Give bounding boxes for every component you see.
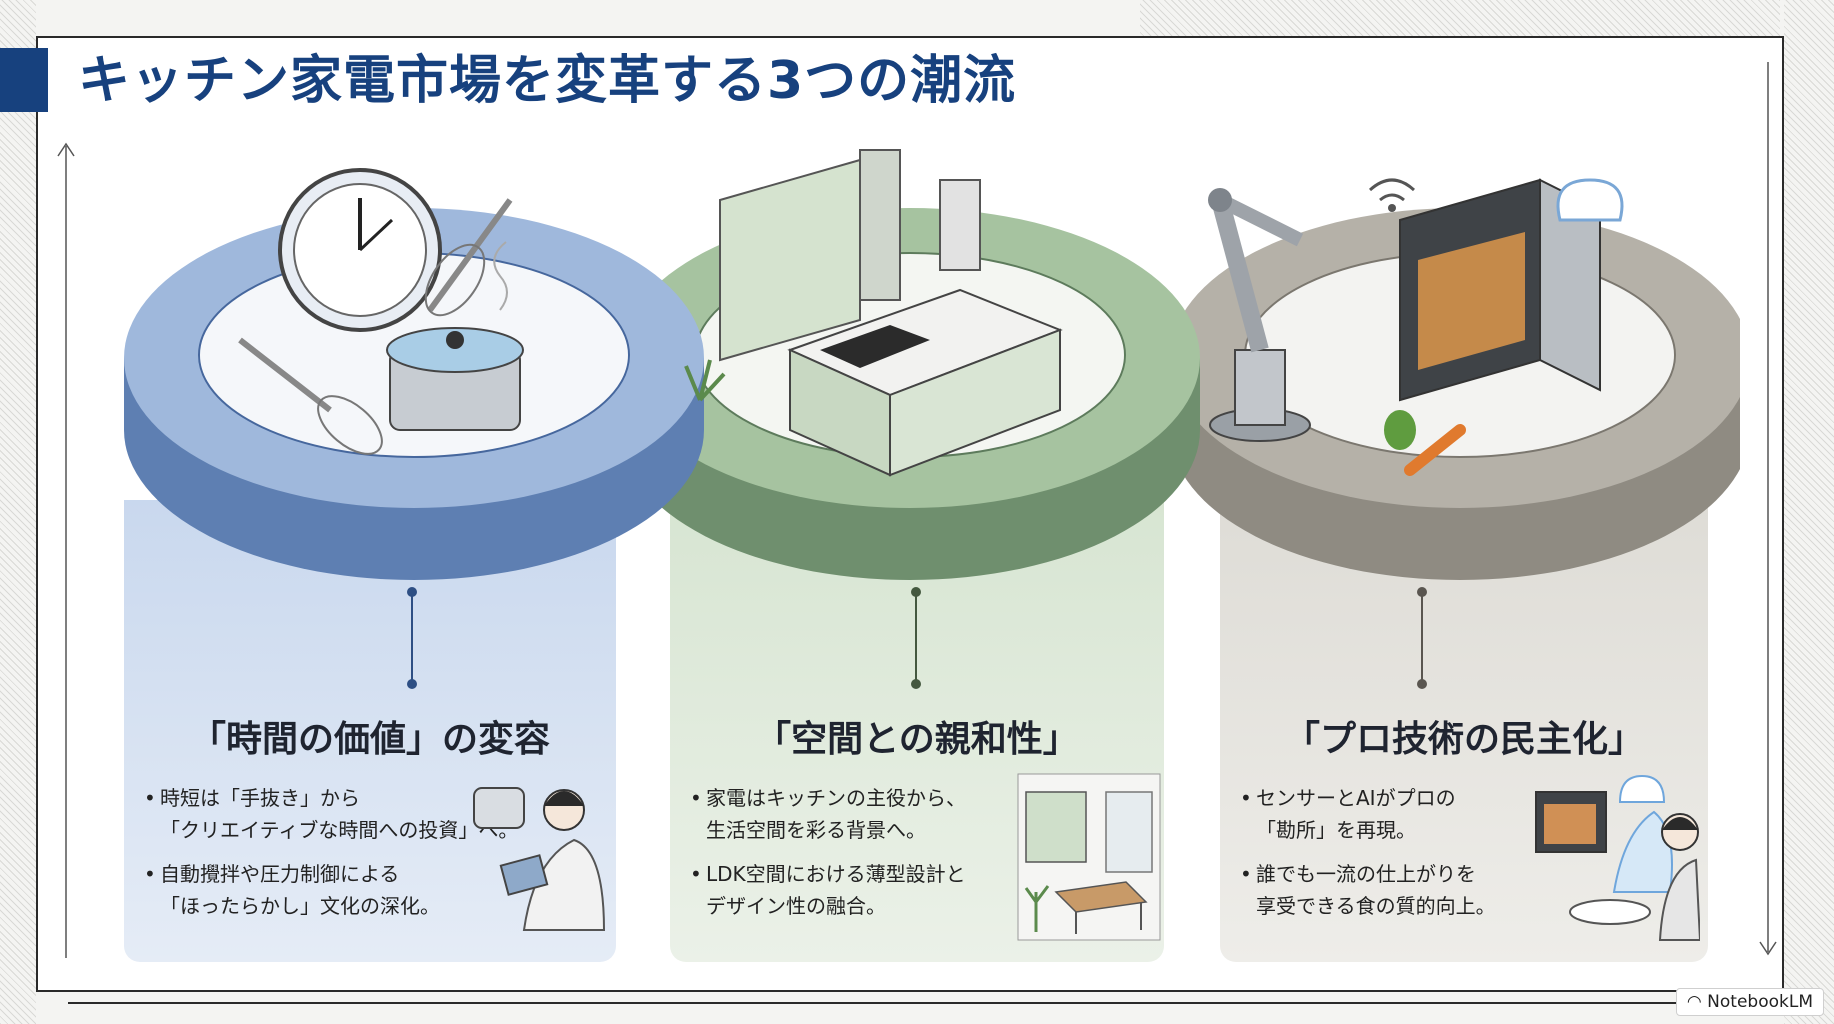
person-with-ai-chef-icon — [1535, 774, 1700, 941]
notebooklm-logo-icon: ◠ — [1686, 992, 1708, 1012]
pillar-time-value: 「時間の価値」の変容 時短は「手抜き」から「クリエイティブな時間への投資」へ。 … — [124, 0, 616, 1024]
person-reading-icon — [473, 787, 606, 931]
living-dining-room-icon — [1017, 773, 1161, 941]
pillar-heading: 「空間との親和性」 — [755, 719, 1079, 760]
bottom-rule — [68, 1002, 1768, 1004]
notebooklm-badge: ◠ NotebookLM — [1675, 988, 1824, 1016]
bullet-item: センサーとAIがプロの「勘所」を再現。 — [1240, 782, 1540, 846]
connector-stems — [407, 590, 1427, 689]
robot-arm-smart-oven-icon — [1208, 178, 1624, 476]
left-up-arrow-icon — [57, 142, 75, 958]
pillar-bullets: 時短は「手抜き」から「クリエイティブな時間への投資」へ。 自動攪拌や圧力制御によ… — [144, 782, 518, 934]
slide-title: キッチン家電市場を変革する3つの潮流 — [78, 51, 1017, 111]
bullet-item: 家電はキッチンの主役から、生活空間を彩る背景へ。 — [690, 782, 990, 846]
clock-whisk-pot-icon — [238, 168, 524, 455]
left-edge-texture — [0, 0, 36, 1024]
bullet-item: 時短は「手抜き」から「クリエイティブな時間への投資」へ。 — [144, 782, 518, 846]
title-accent-bar — [0, 48, 48, 112]
bullet-item: 自動攪拌や圧力制御による「ほったらかし」文化の深化。 — [144, 858, 444, 922]
three-rings-diagram — [124, 149, 1740, 597]
pillar-pro-tech: 「プロ技術の民主化」 センサーとAIがプロの「勘所」を再現。 誰でも一流の仕上が… — [1220, 0, 1708, 1024]
pillar-bullets: 家電はキッチンの主役から、生活空間を彩る背景へ。 LDK空間における薄型設計とデ… — [690, 782, 990, 934]
pillar-space-affinity: 「空間との親和性」 家電はキッチンの主役から、生活空間を彩る背景へ。 LDK空間… — [670, 0, 1164, 1024]
right-edge-texture — [1784, 0, 1834, 1024]
right-down-arrow-icon — [1759, 62, 1777, 956]
top-edge-texture — [1140, 0, 1780, 40]
pillar-heading: 「時間の価値」の変容 — [189, 719, 550, 760]
pillar-bullets: センサーとAIがプロの「勘所」を再現。 誰でも一流の仕上がりを享受できる食の質的… — [1240, 782, 1540, 934]
kitchen-island-icon — [684, 149, 1063, 477]
pillar-heading: 「プロ技術の民主化」 — [1283, 719, 1644, 760]
